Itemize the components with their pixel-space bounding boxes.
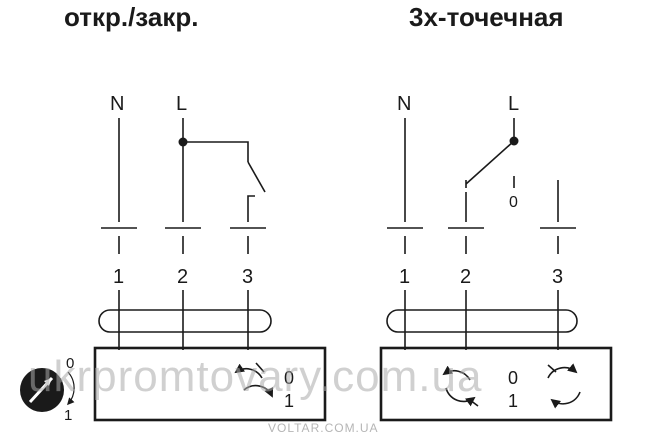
left-branch-wire (183, 141, 249, 162)
right-terminal-label-3: 3 (552, 266, 563, 288)
title-open-close: откр./закр. (64, 2, 199, 32)
left-arrow-ccw-icon (234, 363, 263, 379)
right-switch-label-0: 0 (509, 194, 518, 211)
left-terminal-label-2: 2 (177, 266, 188, 288)
right-terminal-label-1: 1 (399, 266, 410, 288)
right-label-l: L (508, 93, 519, 115)
left-arrow-cw-icon (243, 384, 274, 398)
left-diagram: N L 1 2 3 0 1 (93, 93, 327, 422)
right-cable-sleeve (386, 309, 578, 333)
left-wire-3 (247, 195, 255, 222)
knob-label-1: 1 (64, 407, 72, 424)
left-label-n: N (110, 93, 124, 115)
left-cable-sleeve (98, 309, 272, 333)
right-arrow-left-bottom-icon (445, 387, 476, 407)
left-terminal-label-3: 3 (242, 266, 253, 288)
rotary-knob-icon: 0 1 (20, 355, 75, 424)
right-arrow-left-top-icon (442, 365, 471, 381)
left-switch-contact (247, 161, 266, 193)
left-box-label-0: 0 (284, 368, 294, 388)
right-switch-blade (465, 140, 515, 185)
right-diagram: N L 0 1 2 3 0 1 (379, 93, 613, 422)
right-actuator-box (379, 346, 613, 422)
right-arrow-right-bottom-icon (550, 391, 581, 409)
watermark-small: VOLTAR.COM.UA (268, 421, 379, 435)
left-actuator-box (93, 346, 327, 422)
right-label-n: N (397, 93, 411, 115)
right-box-label-0: 0 (508, 368, 518, 388)
left-box-label-1: 1 (284, 391, 294, 411)
knob-label-0: 0 (66, 355, 74, 372)
left-label-l: L (176, 93, 187, 115)
title-three-point: 3х-точечная (409, 2, 564, 32)
right-arrow-right-top-icon (547, 363, 578, 379)
right-terminal-label-2: 2 (460, 266, 471, 288)
left-terminal-label-1: 1 (113, 266, 124, 288)
right-box-label-1: 1 (508, 391, 518, 411)
